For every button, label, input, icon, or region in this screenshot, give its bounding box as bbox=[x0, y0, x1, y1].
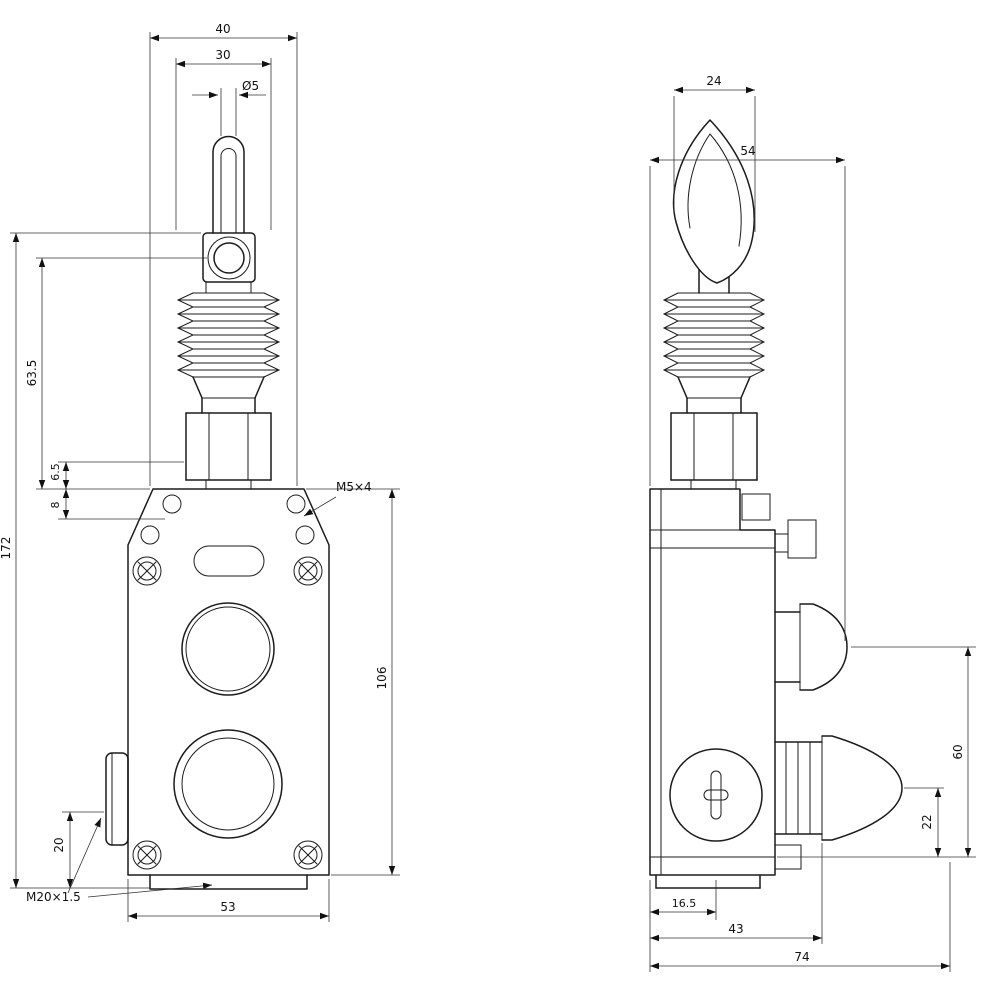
switch-body-side bbox=[649, 488, 903, 889]
mount-hole bbox=[295, 525, 315, 545]
side-view: 24 54 60 22 16.5 bbox=[649, 74, 976, 972]
bellows-front bbox=[176, 292, 281, 378]
label-m5: M5×4 bbox=[336, 480, 372, 494]
dim-total-depth: 74 bbox=[650, 862, 951, 972]
dim-axis-offset: 16.5 bbox=[649, 880, 717, 972]
dim-label-43: 43 bbox=[728, 922, 743, 936]
dim-label-63-5: 63.5 bbox=[25, 360, 39, 387]
dim-label-74: 74 bbox=[794, 950, 809, 964]
dim-label-172: 172 bbox=[0, 537, 13, 560]
cover-screw bbox=[132, 556, 162, 586]
top-step-block bbox=[741, 493, 771, 521]
dim-label-20: 20 bbox=[52, 837, 66, 852]
dim-mid-depth: 43 bbox=[650, 843, 823, 944]
front-view: 40 30 Ø5 63.5 6.5 bbox=[0, 22, 400, 922]
callout-mount-thread: M5×4 bbox=[303, 480, 372, 517]
dim-hole-offset: 8 bbox=[49, 489, 165, 520]
neck-collar-side bbox=[677, 376, 751, 414]
lower-entry bbox=[173, 729, 283, 839]
mount-hole bbox=[286, 494, 306, 514]
cover-screw bbox=[293, 556, 323, 586]
hex-nut-side bbox=[670, 412, 758, 490]
wire-rope-loop bbox=[212, 88, 245, 234]
dim-label-60: 60 bbox=[951, 744, 965, 759]
dim-label-53: 53 bbox=[220, 900, 235, 914]
cable-gland-left bbox=[105, 752, 129, 846]
dim-gland-height: 20 bbox=[52, 811, 104, 888]
hex-nut-front bbox=[185, 412, 272, 490]
label-m20: M20×1.5 bbox=[26, 890, 81, 904]
dim-plunger-height: 60 bbox=[777, 646, 976, 858]
dim-body-height: 106 bbox=[306, 488, 400, 876]
dim-label-30: 30 bbox=[215, 48, 230, 62]
dim-width-inner: 30 bbox=[175, 48, 272, 230]
mount-hole bbox=[140, 525, 160, 545]
upper-button bbox=[181, 602, 275, 696]
dim-label-22: 22 bbox=[920, 814, 934, 829]
neck-collar-front bbox=[192, 376, 265, 414]
cover-screw bbox=[293, 840, 323, 870]
dim-body-width: 53 bbox=[127, 879, 330, 922]
bellows-side bbox=[662, 292, 766, 378]
dim-label-rope-dia: Ø5 bbox=[242, 79, 259, 93]
dim-rope-diameter: Ø5 bbox=[192, 79, 266, 99]
rope-clamp-block bbox=[202, 232, 256, 294]
label-slot bbox=[193, 545, 265, 577]
dim-head-depth: 54 bbox=[649, 144, 846, 641]
dim-plunger-tip-height: 22 bbox=[904, 787, 944, 857]
lower-plunger bbox=[774, 735, 903, 841]
dim-label-24: 24 bbox=[706, 74, 721, 88]
dim-label-16-5: 16.5 bbox=[672, 897, 697, 910]
dim-label-40: 40 bbox=[215, 22, 230, 36]
dim-label-106: 106 bbox=[375, 667, 389, 690]
dim-hex-gap: 6.5 bbox=[49, 461, 184, 489]
dim-total-height: 172 bbox=[0, 232, 201, 889]
dim-lever-width: 24 bbox=[673, 74, 756, 232]
dim-label-8: 8 bbox=[49, 502, 62, 509]
base-foot bbox=[655, 844, 802, 889]
dim-label-54: 54 bbox=[740, 144, 755, 158]
latch-block bbox=[787, 519, 817, 559]
switch-body-front bbox=[105, 488, 330, 890]
keyhole-boss bbox=[669, 748, 763, 842]
dim-eyelet-height: 63.5 bbox=[25, 257, 207, 490]
upper-plunger bbox=[774, 603, 848, 691]
cover-screw bbox=[132, 840, 162, 870]
callout-gland-thread: M20×1.5 bbox=[26, 817, 213, 904]
dim-width-outer: 40 bbox=[149, 22, 298, 486]
dim-label-6-5: 6.5 bbox=[49, 463, 62, 481]
mount-hole bbox=[162, 494, 182, 514]
